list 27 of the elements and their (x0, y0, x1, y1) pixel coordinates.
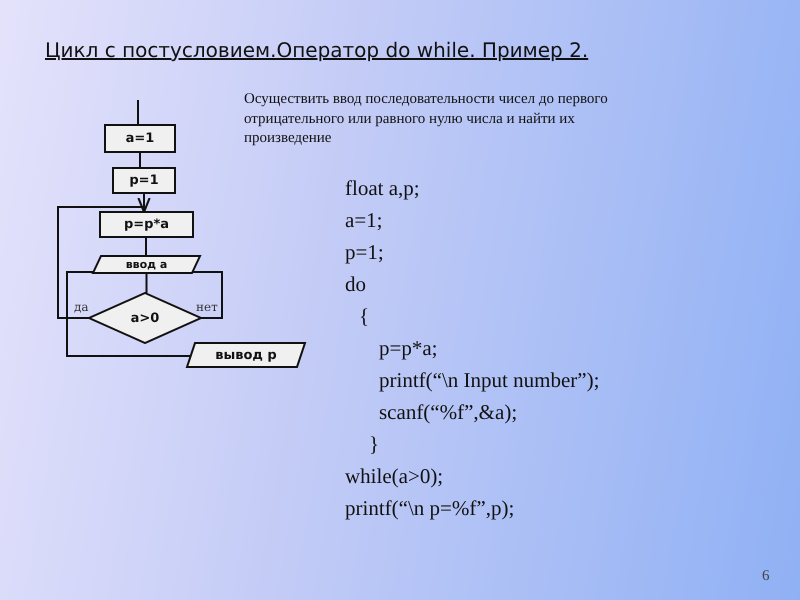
code-line: while(a>0); (345, 463, 444, 490)
code-line: p=p*a; (379, 335, 438, 362)
node-label: вывод p (215, 348, 277, 362)
connector-line (146, 272, 148, 293)
arrow (57, 196, 151, 319)
code-line: p=1; (345, 239, 384, 266)
node-label: a=1 (126, 131, 154, 146)
code-line: float a,p; (345, 175, 420, 202)
code-line: a=1; (345, 207, 382, 234)
node-label: p=p*a (124, 217, 170, 232)
connector-line (145, 237, 147, 257)
node-label: p=1 (129, 173, 159, 188)
connector-line (139, 152, 141, 168)
node-label: a>0 (130, 310, 160, 326)
code-line: do (345, 271, 366, 298)
node-label: ввод a (126, 258, 168, 271)
code-line: } (369, 431, 380, 458)
connector-line (137, 100, 139, 125)
slide-number: 6 (762, 567, 770, 586)
edge-label: да (74, 300, 89, 314)
edge-label: нет (196, 300, 218, 314)
code-line: scanf(“%f”,&a); (379, 399, 518, 426)
task-description: Осуществить ввод последовательности чисел до первого отрицательного или равного нулю числа и найти их произведение (244, 90, 609, 148)
slide-title: Цикл с постусловием.Оператор do while. Пример 2. (45, 38, 588, 62)
code-line: printf(“\n Input number”); (379, 367, 600, 394)
code-line: printf(“\n p=%f”,p); (345, 495, 514, 522)
code-line: { (359, 303, 370, 330)
